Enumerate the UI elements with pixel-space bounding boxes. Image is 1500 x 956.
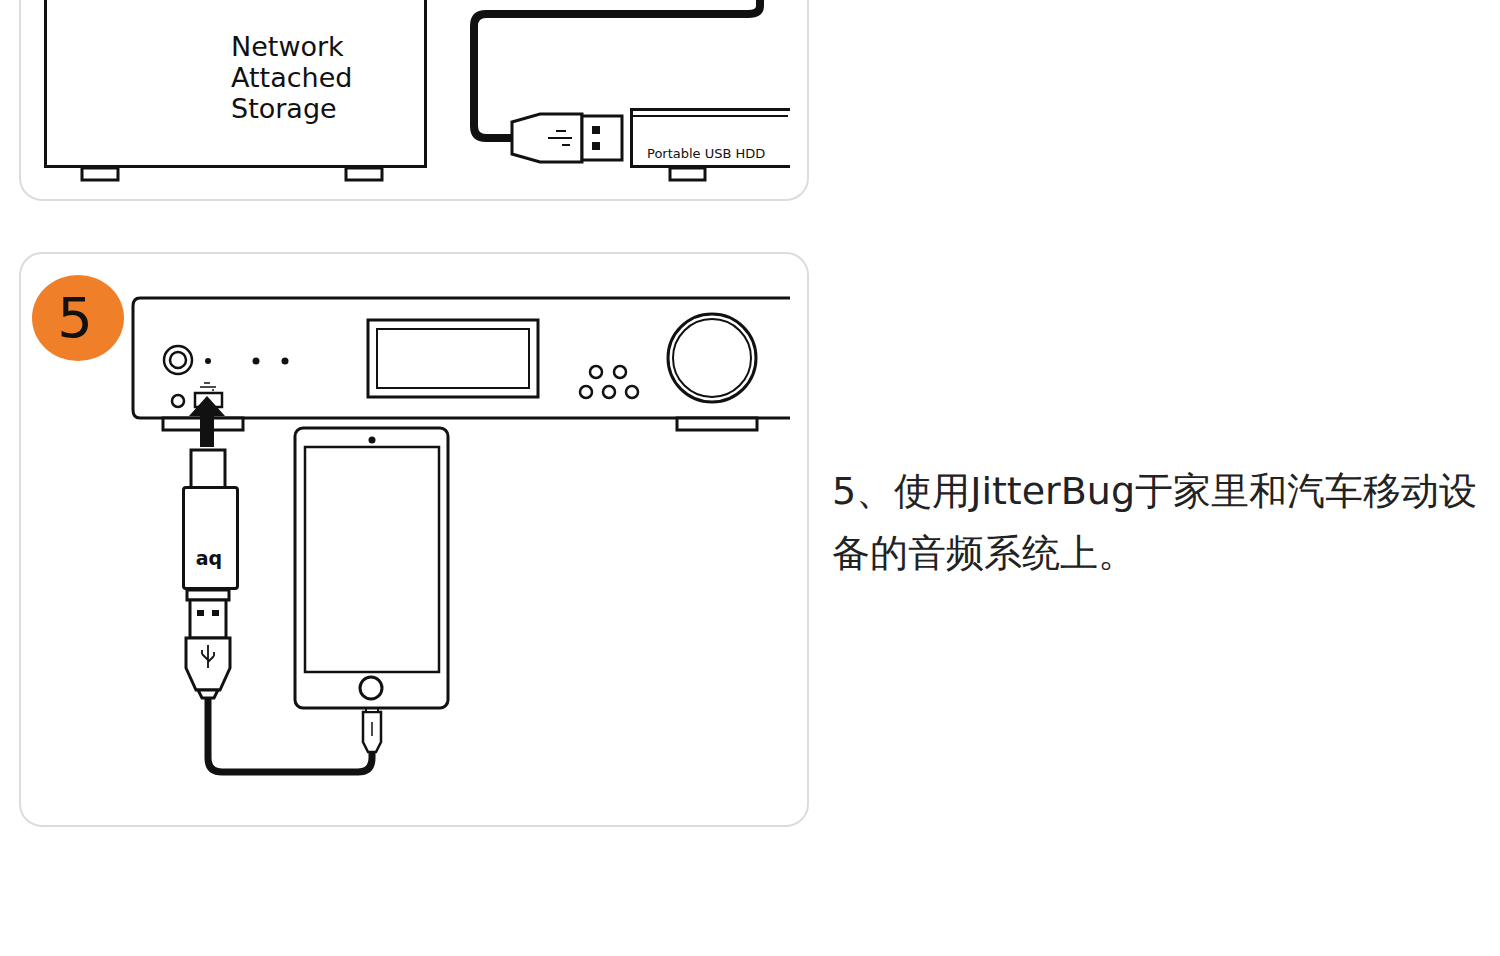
instruction-text: 5、使用JitterBug于家里和汽车移动设备的音频系统上。 <box>832 460 1498 584</box>
node-text: Portable USB HDD <box>647 146 765 161</box>
node-text: 5 <box>32 275 118 361</box>
jitterbug-box: aq <box>182 486 239 590</box>
callout-number: 5 <box>32 275 124 361</box>
storage-box: Network Attached Storage <box>44 0 427 168</box>
hdd-box: Portable USB HDD <box>630 108 790 168</box>
node-text: aq <box>185 547 233 569</box>
node-text: Network Attached Storage <box>231 31 381 124</box>
